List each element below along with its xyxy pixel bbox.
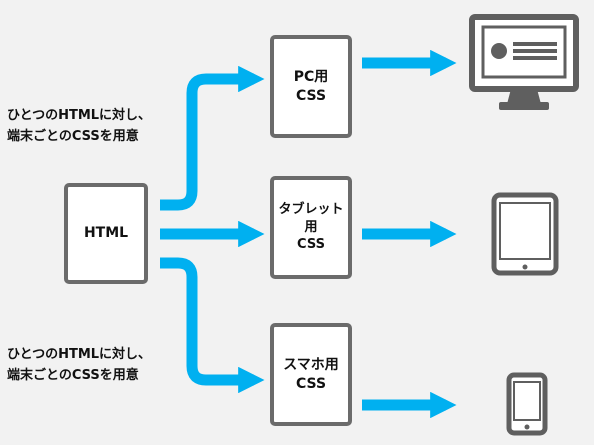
arrow-html-to-smartphone-css xyxy=(160,257,265,394)
note-top-line2: 端末ごとのCSSを用意 xyxy=(7,128,139,144)
tablet-css-box-line2: CSS xyxy=(297,237,325,253)
pc-css-box: PC用 CSS xyxy=(270,35,352,138)
note-bottom-line1: ひとつのHTMLに対し、 xyxy=(7,347,152,362)
note-top-line1: ひとつのHTMLに対し、 xyxy=(7,108,152,123)
note-bottom-line2: 端末ごとのCSSを用意 xyxy=(7,367,139,383)
smartphone-icon xyxy=(506,372,548,436)
arrow-html-to-pc-css xyxy=(160,65,265,211)
tablet-css-box-line1: タブレット用 xyxy=(278,202,344,235)
html-box-label: HTML xyxy=(83,225,129,242)
note-top: ひとつのHTMLに対し、 端末ごとのCSSを用意 xyxy=(7,106,151,148)
tablet-css-box: タブレット用 CSS xyxy=(270,176,352,279)
pc-css-box-line1: PC用 xyxy=(293,68,329,85)
note-bottom: ひとつのHTMLに対し、 端末ごとのCSSを用意 xyxy=(7,345,151,387)
desktop-monitor-icon xyxy=(469,14,579,110)
pc-css-box-line2: CSS xyxy=(295,87,327,104)
html-box: HTML xyxy=(64,183,148,284)
smartphone-css-box-line1: スマホ用 xyxy=(283,356,339,373)
tablet-icon xyxy=(491,192,559,276)
smartphone-css-box-line2: CSS xyxy=(295,375,327,392)
smartphone-css-box: スマホ用 CSS xyxy=(270,323,352,426)
